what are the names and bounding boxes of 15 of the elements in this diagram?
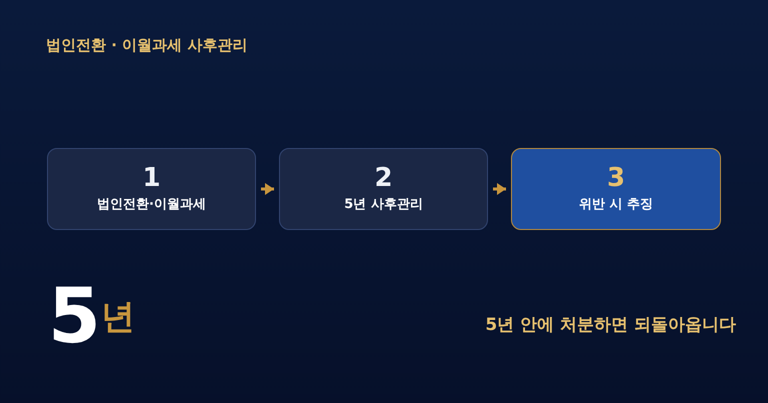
arrow: [493, 183, 506, 195]
step-label: 5년 사후관리: [344, 197, 423, 213]
step-box: [511, 148, 721, 230]
step-number: 1: [142, 165, 161, 192]
unit-label: 년: [101, 300, 135, 334]
step-box: [279, 148, 488, 230]
big-number: 5: [48, 278, 99, 354]
step-label: 법인전환·이월과세: [97, 197, 206, 213]
arrow: [261, 183, 274, 195]
step-box: [47, 148, 256, 230]
step-number: 3: [606, 165, 626, 192]
step-number: 2: [374, 165, 393, 192]
step-label: 위반 시 추징: [578, 197, 654, 213]
note-text: 5년 안에 처분하면 되돌아옵니다: [485, 314, 736, 336]
title: 법인전환 · 이월과세 사후관리: [46, 35, 248, 56]
